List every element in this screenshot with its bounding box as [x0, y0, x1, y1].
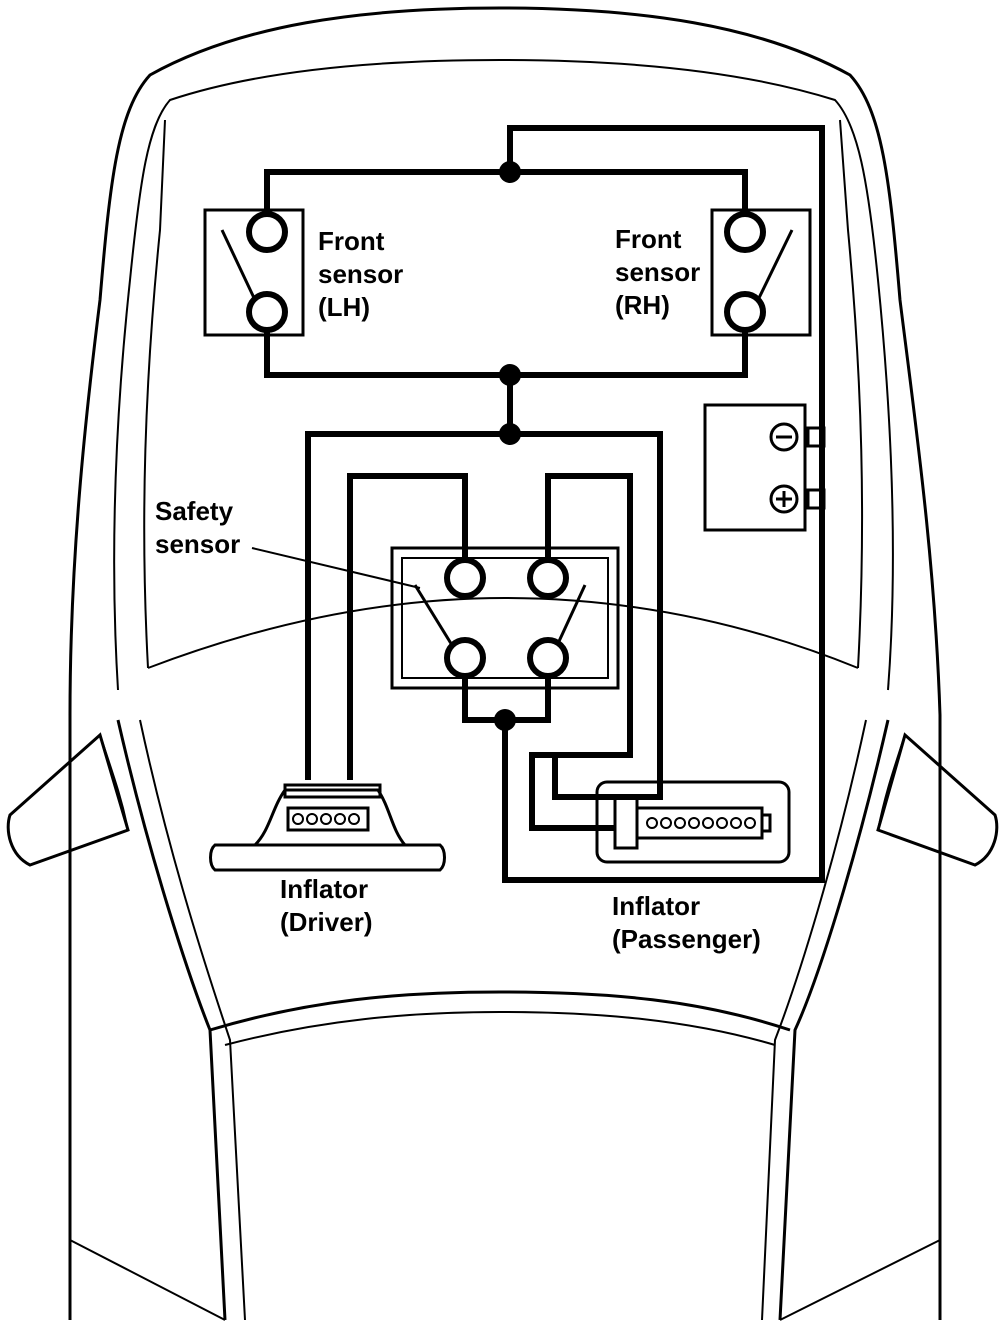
passenger-connector-pins [646, 817, 756, 829]
front-sensor-rh-label: Front sensor (RH) [615, 224, 708, 320]
junction-safety-bottom [494, 709, 516, 731]
inflator-driver-label: Inflator (Driver) [280, 874, 375, 937]
driver-connector-pins [292, 813, 360, 825]
inflator-driver [209, 783, 446, 872]
front-sensor-lh-label: Front sensor (LH) [318, 226, 411, 322]
inflator-passenger-label: Inflator (Passenger) [612, 891, 761, 954]
wiring-harness [264, 125, 825, 883]
wire-junctions [494, 161, 521, 731]
front-sensor-rh [710, 208, 812, 337]
battery-plus-icon [769, 484, 799, 514]
inflator-passenger [595, 780, 791, 864]
junction-top [499, 161, 521, 183]
car-body-outline [6, 6, 999, 1321]
junction-middle [499, 364, 521, 386]
safety-sensor [251, 546, 620, 690]
junction-lower [499, 423, 521, 445]
battery [703, 403, 826, 532]
front-sensor-lh [203, 208, 305, 337]
battery-minus-icon [769, 422, 799, 452]
safety-sensor-label: Safety sensor [155, 496, 240, 559]
